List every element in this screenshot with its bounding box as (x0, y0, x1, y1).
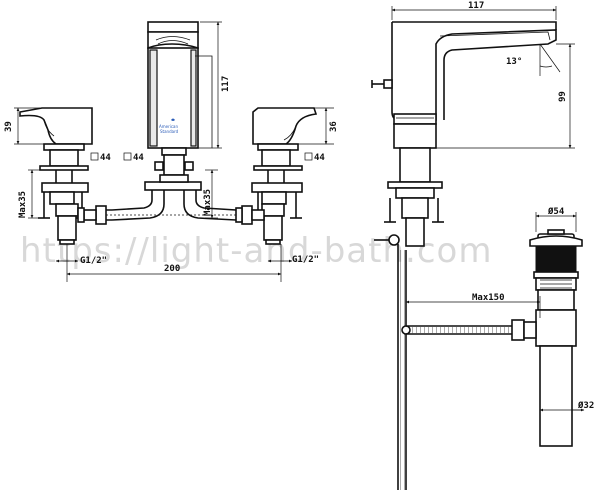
side-spout (371, 21, 557, 247)
dim-pipe-diameter: Ø32 (577, 400, 594, 411)
spout-body (144, 21, 213, 191)
connecting-hoses (77, 190, 265, 225)
dim-square-2: 44 (133, 153, 144, 163)
dim-square-3: 44 (314, 153, 325, 163)
dim-max-deck-left: Max35 (18, 191, 28, 218)
dim-rod-length: Max150 (472, 293, 505, 303)
pull-rod (397, 244, 512, 490)
dim-thread-left: G1/2" (80, 256, 107, 266)
dim-center-distance: 200 (164, 264, 180, 274)
side-view: 117 13° 99 (371, 1, 594, 490)
dim-thread-right: G1/2" (292, 255, 319, 265)
dim-square-1: 44 (100, 153, 111, 163)
drain-assembly (511, 229, 583, 447)
dim-cap-diameter: Ø54 (547, 206, 565, 217)
right-handle (251, 107, 318, 245)
left-handle (19, 107, 93, 245)
dim-outlet-height: 99 (558, 91, 568, 102)
brand-logo: American Standard (159, 118, 179, 134)
dim-handle-height-left: 39 (4, 121, 14, 132)
drain-dimensions: Ø54 Max150 Ø32 (405, 206, 594, 412)
front-view: American Standard (4, 21, 339, 282)
dim-spout-height: 117 (221, 76, 231, 92)
svg-text:American: American (159, 124, 179, 129)
front-dimensions: 117 39 36 44 44 44 Max35 (4, 21, 339, 282)
side-dimensions: 117 13° 99 (391, 1, 575, 149)
dim-handle-height-right: 36 (329, 121, 339, 132)
svg-text:Standard: Standard (160, 129, 179, 134)
dim-max-deck-center: Max35 (203, 189, 213, 216)
dim-spout-reach: 117 (468, 1, 484, 11)
dim-spout-angle: 13° (506, 57, 522, 67)
